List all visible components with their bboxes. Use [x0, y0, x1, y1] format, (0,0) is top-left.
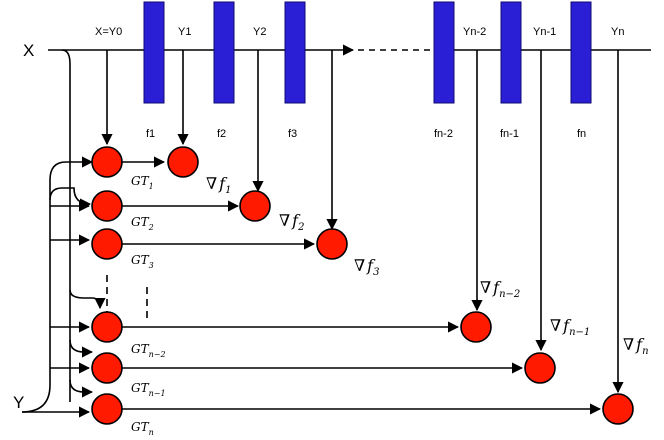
y-branch-gtn	[69, 379, 94, 398]
gtn2-node	[91, 311, 123, 343]
block-fn-2	[433, 1, 455, 104]
label-yn-2: Yn-2	[463, 26, 486, 38]
y-branch-gtn1	[69, 339, 94, 358]
grad-fn2-label: ∇fn−2	[480, 278, 520, 300]
grad-f3-node	[316, 228, 348, 260]
input-x-label: X	[23, 41, 34, 60]
block-label-f2: f2	[217, 128, 226, 140]
block-f3	[284, 1, 306, 104]
grad-f1-label: ∇f1	[206, 174, 231, 196]
gt1-label: GT1	[131, 174, 154, 191]
gtn-label: GTn	[131, 420, 154, 437]
block-f2	[213, 1, 235, 104]
gt1-node	[91, 146, 123, 178]
grad-f2-label: ∇f2	[279, 211, 304, 233]
grad-fn1-label: ∇fn−1	[550, 316, 590, 338]
gtn1-label: GTn−1	[131, 381, 166, 398]
input-y-label: Y	[13, 393, 24, 412]
grad-fn-node	[602, 393, 634, 425]
gt3-node	[91, 228, 123, 260]
gtn2-label: GTn−2	[131, 342, 166, 359]
block-label-f3: f3	[288, 128, 297, 140]
label-y2: Y2	[253, 26, 266, 38]
gt2-node	[91, 190, 123, 222]
block-fn	[570, 1, 592, 104]
label-y0: X=Y0	[95, 26, 122, 38]
block-label-fn-2: fn-2	[434, 128, 453, 140]
block-f1	[143, 1, 165, 104]
grad-f1-node	[167, 146, 199, 178]
gt3-label: GT3	[131, 253, 154, 270]
label-yn: Yn	[611, 26, 624, 38]
block-label-fn-1: fn-1	[500, 128, 519, 140]
gtn-node	[91, 393, 123, 425]
gt2-label: GT2	[131, 215, 154, 232]
grad-fn2-node	[460, 311, 492, 343]
label-yn-1: Yn-1	[533, 26, 556, 38]
grad-fn-label: ∇fn	[623, 335, 649, 357]
grad-f2-node	[239, 190, 271, 222]
block-label-f1: f1	[146, 128, 155, 140]
grad-fn1-node	[524, 352, 556, 384]
label-y1: Y1	[178, 26, 191, 38]
y-bus-path	[21, 156, 94, 413]
block-label-fn: fn	[577, 128, 586, 140]
block-fn-1	[500, 1, 522, 104]
x-branch-curve	[61, 49, 71, 402]
gtn1-node	[91, 352, 123, 384]
y-branch-dots	[69, 289, 106, 310]
grad-f3-label: ∇f3	[354, 256, 379, 278]
